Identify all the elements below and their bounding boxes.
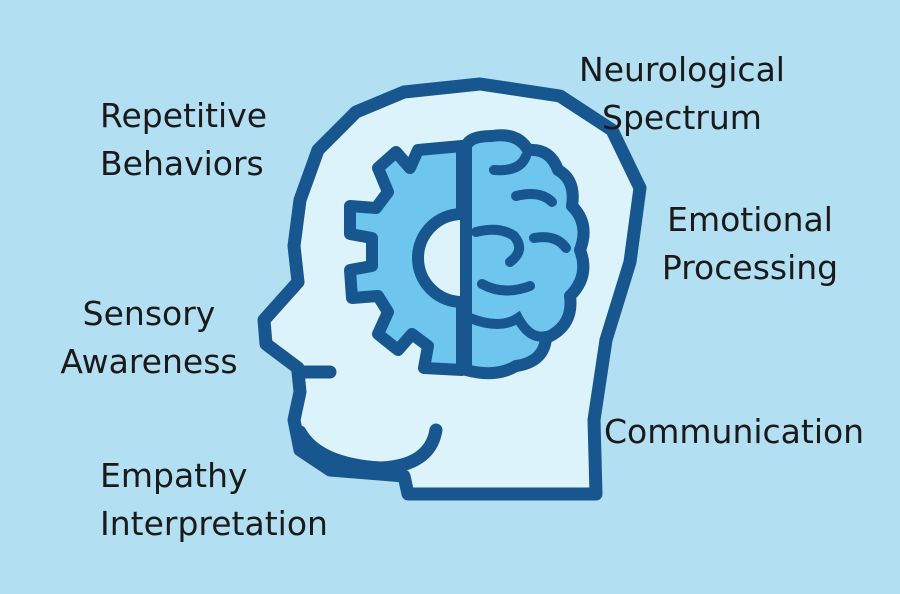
label-line: Behaviors [100, 144, 264, 183]
label-line: Interpretation [100, 504, 328, 543]
label-neurological-spectrum: Neurological Spectrum [566, 46, 798, 142]
label-sensory-awareness: Sensory Awareness [52, 290, 246, 386]
label-line: Sensory [82, 294, 216, 333]
label-communication: Communication [604, 408, 864, 456]
label-emotional-processing: Emotional Processing [650, 196, 850, 292]
label-line: Empathy [100, 456, 248, 495]
label-line: Processing [661, 248, 839, 287]
brain-icon [460, 129, 590, 380]
label-empathy-interpretation: Empathy Interpretation [100, 452, 328, 548]
chin-line [293, 423, 443, 475]
label-line: Emotional [667, 200, 833, 239]
label-repetitive-behaviors: Repetitive Behaviors [100, 92, 267, 188]
label-line: Awareness [60, 342, 238, 381]
gear-icon [344, 140, 468, 376]
label-line: Neurological [579, 50, 785, 89]
label-line: Repetitive [100, 96, 268, 135]
label-line: Communication [604, 412, 865, 451]
label-line: Spectrum [602, 98, 762, 137]
